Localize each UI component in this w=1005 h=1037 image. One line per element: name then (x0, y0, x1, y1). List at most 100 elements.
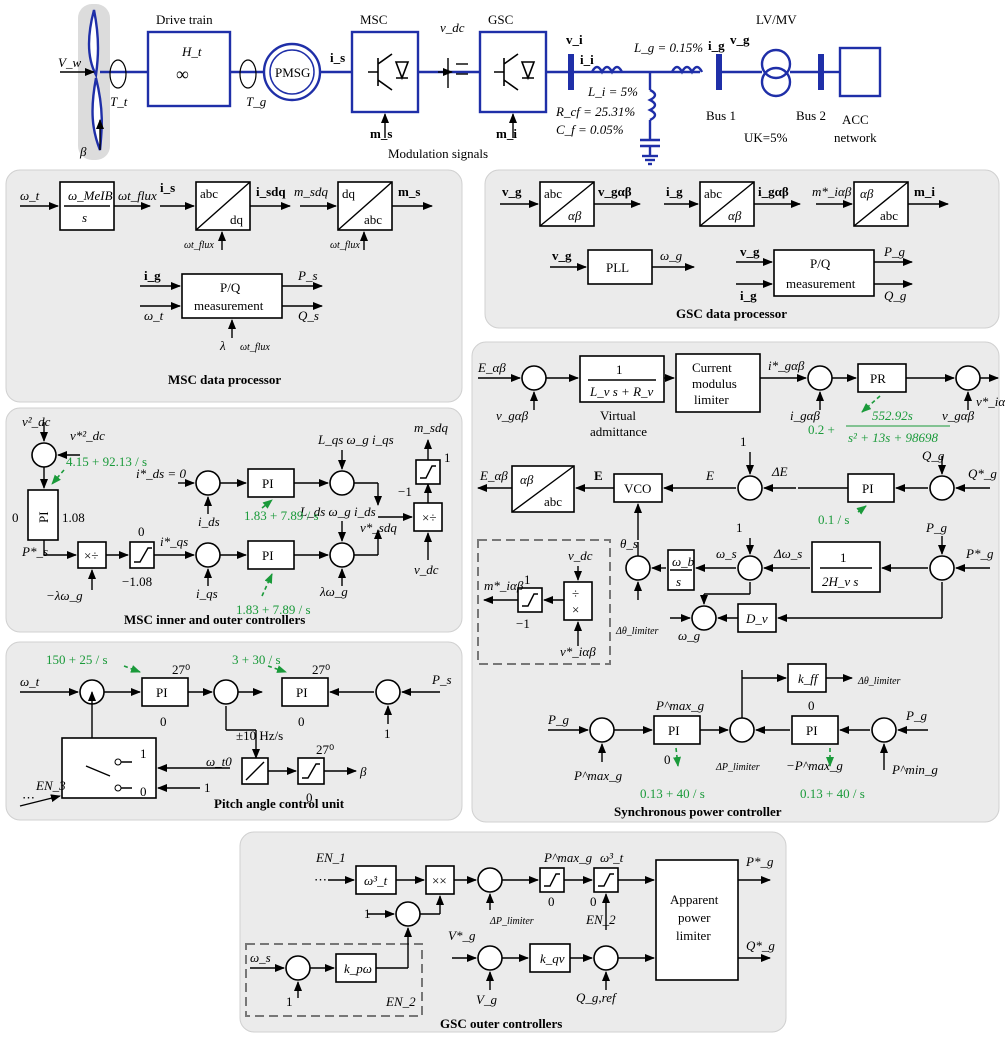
svg-text:Q*_g: Q*_g (746, 938, 775, 953)
label-vg: v_g (730, 32, 750, 47)
svg-text:0.13 + 40 / s: 0.13 + 40 / s (800, 786, 865, 801)
svg-text:measurement: measurement (194, 298, 264, 313)
svg-text:EN_3: EN_3 (35, 778, 66, 793)
svg-text:Q_g: Q_g (884, 288, 907, 303)
svg-text:0: 0 (140, 784, 147, 799)
svg-text:P*_s: P*_s (21, 544, 48, 559)
svg-text:i_s: i_s (160, 180, 175, 195)
svg-text:27⁰: 27⁰ (316, 742, 334, 757)
svg-text:0: 0 (590, 894, 597, 909)
svg-text:P_g: P_g (547, 712, 569, 727)
svg-text:P_g: P_g (883, 244, 905, 259)
svg-text:v*_iαβ: v*_iαβ (976, 394, 1005, 409)
svg-text:1: 1 (736, 520, 743, 535)
svg-text:ω_t0: ω_t0 (206, 754, 232, 769)
svg-text:v²_dc: v²_dc (22, 414, 51, 429)
svg-text:v*²_dc: v*²_dc (70, 428, 105, 443)
msc-converter (350, 30, 420, 114)
label-li: L_i = 5% (587, 84, 638, 99)
svg-text:ω_g: ω_g (660, 248, 683, 263)
gsc-controller-panel (471, 341, 1000, 823)
label-vi: v_i (566, 32, 583, 47)
label-ii: i_i (580, 52, 594, 67)
svg-text:EN_1: EN_1 (315, 850, 346, 865)
svg-text:ω_t: ω_t (20, 188, 40, 203)
svg-text:0: 0 (548, 894, 555, 909)
svg-text:EN_2: EN_2 (585, 912, 616, 927)
svg-text:0: 0 (160, 714, 167, 729)
svg-text:×÷: ×÷ (84, 548, 98, 563)
label-ig: i_g (708, 38, 725, 53)
svg-text:i*_qs: i*_qs (160, 534, 188, 549)
svg-text:Current: Current (692, 360, 732, 375)
svg-text:1: 1 (204, 780, 211, 795)
svg-text:v_gαβ: v_gαβ (496, 408, 529, 423)
msc-data-processor: ω_MeIB s ω_t ωt_flux abc dq i_s i_sdq ωt… (20, 180, 433, 387)
label-modulation: Modulation signals (388, 146, 488, 161)
svg-text:ω_t: ω_t (144, 308, 164, 323)
msc-controllers: v²_dc v*²_dc PI 4.15 + 92.13 / s 0 1.08 … (12, 414, 451, 627)
svg-text:0: 0 (808, 698, 815, 713)
svg-text:i*_ds = 0: i*_ds = 0 (136, 466, 186, 481)
svg-text:××: ×× (432, 873, 447, 888)
power-circuit: V_w β T_t Drive train H_t ∞ T_g PMSG i_s… (58, 4, 882, 166)
svg-text:27⁰: 27⁰ (172, 662, 190, 677)
svg-text:αβ: αβ (860, 186, 874, 201)
svg-text:P*_g: P*_g (745, 854, 774, 869)
svg-text:0.13 + 40 / s: 0.13 + 40 / s (640, 786, 705, 801)
label-pmsg: PMSG (275, 65, 310, 80)
svg-text:power: power (678, 910, 711, 925)
svg-text:v_gαβ: v_gαβ (598, 184, 632, 199)
svg-text:Q*_g: Q*_g (968, 466, 997, 481)
label-gsc: GSC (488, 12, 513, 27)
svg-text:Δω_s: Δω_s (773, 546, 802, 561)
svg-text:i_g: i_g (740, 288, 757, 303)
coupling-icon: ∞ (176, 64, 189, 84)
svg-text:k_ff: k_ff (798, 671, 820, 686)
label-tg: T_g (246, 94, 267, 109)
svg-text:P_g: P_g (925, 520, 947, 535)
virtual-admittance-block (579, 355, 665, 403)
svg-text:VCO: VCO (624, 481, 651, 496)
label-drive-train: Drive train (156, 12, 213, 27)
svg-text:0: 0 (298, 714, 305, 729)
svg-text:ωt_flux: ωt_flux (330, 240, 360, 251)
label-mi: m_i (496, 126, 517, 141)
gsc-outer-controllers: EN_1 ⋯ ω³_t ×× ΔP_limiter P^max_g 0 ω³_t… (245, 850, 775, 1031)
svg-text:k_qv: k_qv (540, 951, 565, 966)
label-acc: ACC (842, 112, 869, 127)
svg-text:i_g: i_g (666, 184, 683, 199)
svg-text:E_αβ: E_αβ (479, 468, 508, 483)
svg-text:0: 0 (138, 524, 145, 539)
svg-text:v*_iαβ: v*_iαβ (560, 644, 596, 659)
label-is: i_s (330, 50, 345, 65)
svg-text:PR: PR (870, 371, 886, 386)
svg-text:0: 0 (12, 510, 19, 525)
damping-dashed-box (245, 943, 423, 1017)
svg-text:ΔE: ΔE (771, 464, 788, 479)
svg-text:⋯: ⋯ (314, 872, 327, 887)
label-cf: C_f = 0.05% (556, 122, 624, 137)
svg-text:limiter: limiter (676, 928, 711, 943)
label-network: network (834, 130, 877, 145)
svg-text:Δθ_limiter: Δθ_limiter (857, 676, 901, 687)
svg-text:v_dc: v_dc (414, 562, 439, 577)
svg-text:150 + 25 / s: 150 + 25 / s (46, 652, 108, 667)
svg-text:modulus: modulus (692, 376, 737, 391)
svg-text:÷: ÷ (572, 586, 579, 601)
svg-text:1: 1 (524, 572, 531, 587)
svg-text:P^min_g: P^min_g (891, 762, 938, 777)
svg-text:1: 1 (140, 746, 147, 761)
svg-text:αβ: αβ (568, 208, 582, 223)
svg-text:×: × (572, 602, 579, 617)
svg-text:1.08: 1.08 (62, 510, 85, 525)
svg-text:ω³_t: ω³_t (600, 850, 624, 865)
svg-text:Virtual: Virtual (600, 408, 636, 423)
svg-text:0.2 +: 0.2 + (808, 422, 835, 437)
svg-text:L_qs ω_g i_qs: L_qs ω_g i_qs (317, 432, 394, 447)
label-uk: UK=5% (744, 130, 788, 145)
msc-dp-title: MSC data processor (168, 372, 281, 387)
svg-text:dq: dq (342, 186, 356, 201)
svg-text:k_pω: k_pω (344, 961, 372, 976)
svg-text:abc: abc (364, 212, 382, 227)
